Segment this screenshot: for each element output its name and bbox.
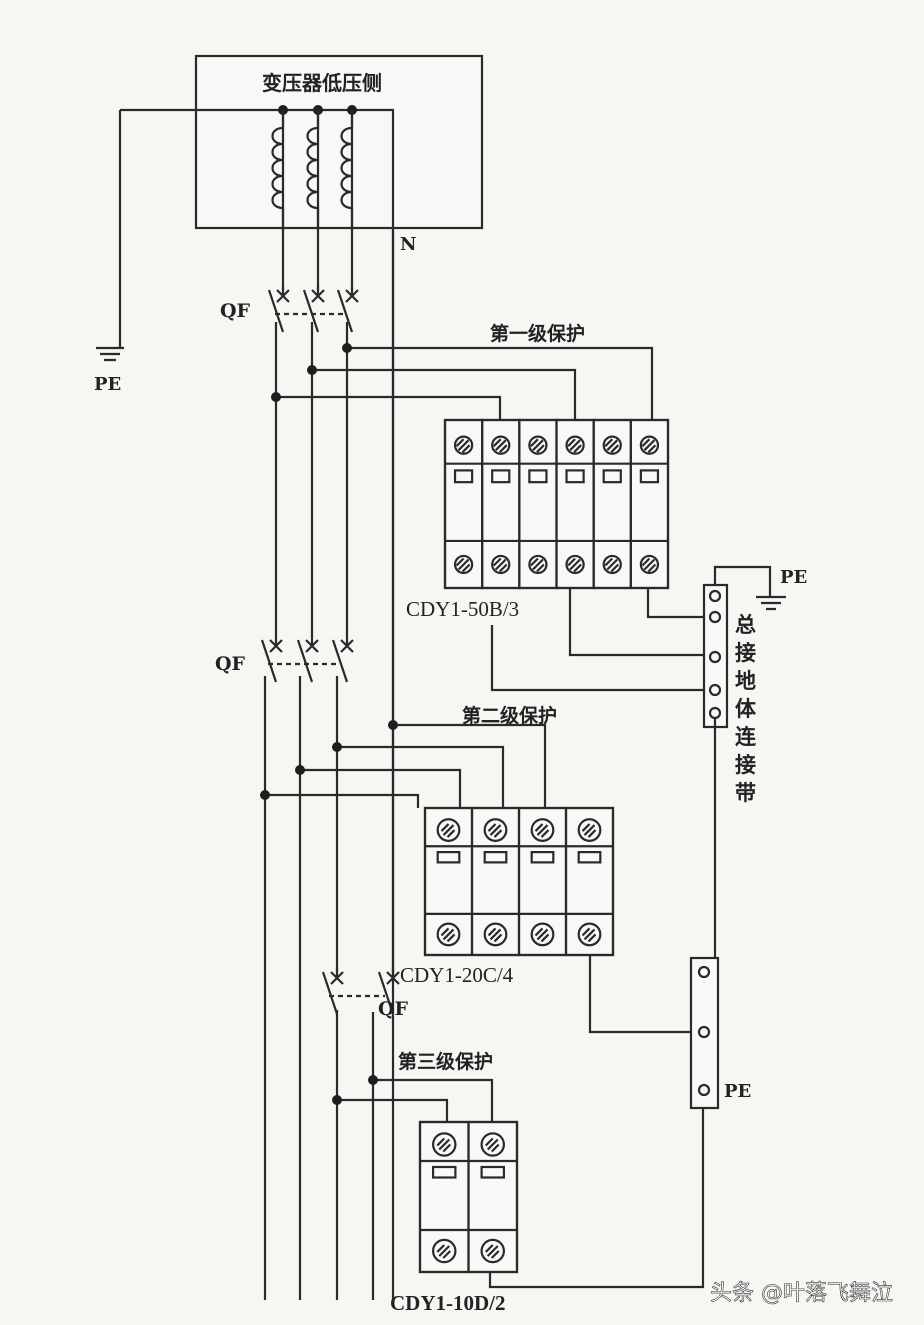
screw-icon [602, 554, 622, 575]
breaker-label: QF [220, 300, 251, 322]
busbar-label-char: 总 [735, 612, 756, 637]
transformer: 变压器低压侧 N [120, 54, 484, 1300]
stage2-title: 第二级保护 [462, 704, 557, 727]
screw-icon [530, 818, 555, 842]
busbar-label-char: 接 [735, 752, 756, 777]
stage2-wiring: 第二级保护 CDY1-20C/4 [260, 704, 697, 1034]
screw-icon [565, 435, 585, 455]
indicator-window [480, 1165, 506, 1179]
transformer-title: 变压器低压侧 [262, 71, 382, 95]
screw-icon [453, 435, 474, 455]
screw-icon [491, 554, 511, 575]
neutral-line-lower [371, 700, 395, 1300]
stage1-model: CDY1-50B/3 [406, 597, 519, 621]
spd-pole [629, 418, 670, 590]
indicator-window [602, 469, 622, 484]
indicator-window [431, 1165, 457, 1179]
screw-icon [602, 435, 622, 455]
breakers: QF1QF2QF3 [215, 286, 409, 1020]
indicator-window [491, 469, 511, 484]
spd-pole [517, 806, 568, 957]
pe-label-bottom: PE [724, 1081, 751, 1102]
indicator-window [565, 469, 585, 484]
screw-icon [577, 818, 602, 842]
screw-icon [528, 554, 548, 575]
busbar-label-char: 接 [735, 640, 756, 665]
ground-left: PE [94, 110, 124, 395]
stage3-wiring: 第三级保护 CDY1-10D/2 [332, 1050, 705, 1315]
indicator-window [436, 850, 461, 864]
stage1-wiring: 第一级保护 CDY1-50B/3 [271, 322, 710, 692]
breaker-label: QF [378, 998, 409, 1020]
screw-icon [480, 1238, 506, 1264]
screw-icon [480, 1132, 506, 1157]
screw-icon [639, 435, 660, 455]
breaker-qf1[interactable]: QF1 [220, 286, 359, 333]
phase-lines-top [281, 110, 354, 290]
breaker-label: QF [215, 653, 246, 675]
spd-stage2 [423, 806, 615, 957]
screw-icon [491, 435, 511, 455]
spd-stage3 [418, 1120, 519, 1274]
watermark: 头条 @叶落飞舞泣 [710, 1281, 893, 1306]
stage3-title: 第三级保护 [398, 1050, 493, 1073]
pe-label-left: PE [94, 374, 121, 395]
neutral-label: N [400, 234, 416, 255]
phase-lines-bottom [263, 676, 339, 1300]
screw-icon [483, 922, 508, 947]
spd-pole [564, 806, 615, 957]
screw-icon [530, 922, 555, 947]
stage2-model: CDY1-20C/4 [400, 963, 514, 987]
transformer-box [194, 54, 484, 230]
busbar-label-char: 连 [735, 724, 757, 749]
screw-icon [483, 818, 508, 842]
pe-label-top: PE [780, 567, 807, 588]
indicator-window [483, 850, 508, 864]
screw-icon [577, 922, 602, 947]
screw-icon [639, 554, 660, 575]
screw-icon [431, 1238, 457, 1264]
indicator-window [453, 469, 474, 484]
indicator-window [528, 469, 548, 484]
indicator-window [577, 850, 602, 864]
stage1-title: 第一级保护 [490, 322, 585, 345]
spd-pole [467, 1120, 519, 1274]
spd-pole [555, 418, 595, 590]
screw-icon [528, 435, 548, 455]
busbar-label-char: 带 [735, 780, 756, 805]
breaker-qf3[interactable]: QF3 [321, 968, 409, 1020]
screw-icon [436, 922, 461, 947]
indicator-window [639, 469, 660, 484]
screw-icon [431, 1132, 457, 1157]
busbar-label-char: 地 [735, 668, 756, 693]
screw-icon [565, 554, 585, 575]
indicator-window [530, 850, 555, 864]
screw-icon [436, 818, 461, 842]
screw-icon [453, 554, 474, 575]
stage3-model: CDY1-10D/2 [390, 1291, 506, 1315]
ground-icon [96, 110, 124, 362]
busbar-label-char: 体 [735, 696, 757, 721]
spd-stage1 [443, 418, 670, 590]
breaker-qf2[interactable]: QF2 [215, 636, 354, 683]
spd-pole [443, 418, 484, 590]
ground-icon [713, 565, 786, 611]
